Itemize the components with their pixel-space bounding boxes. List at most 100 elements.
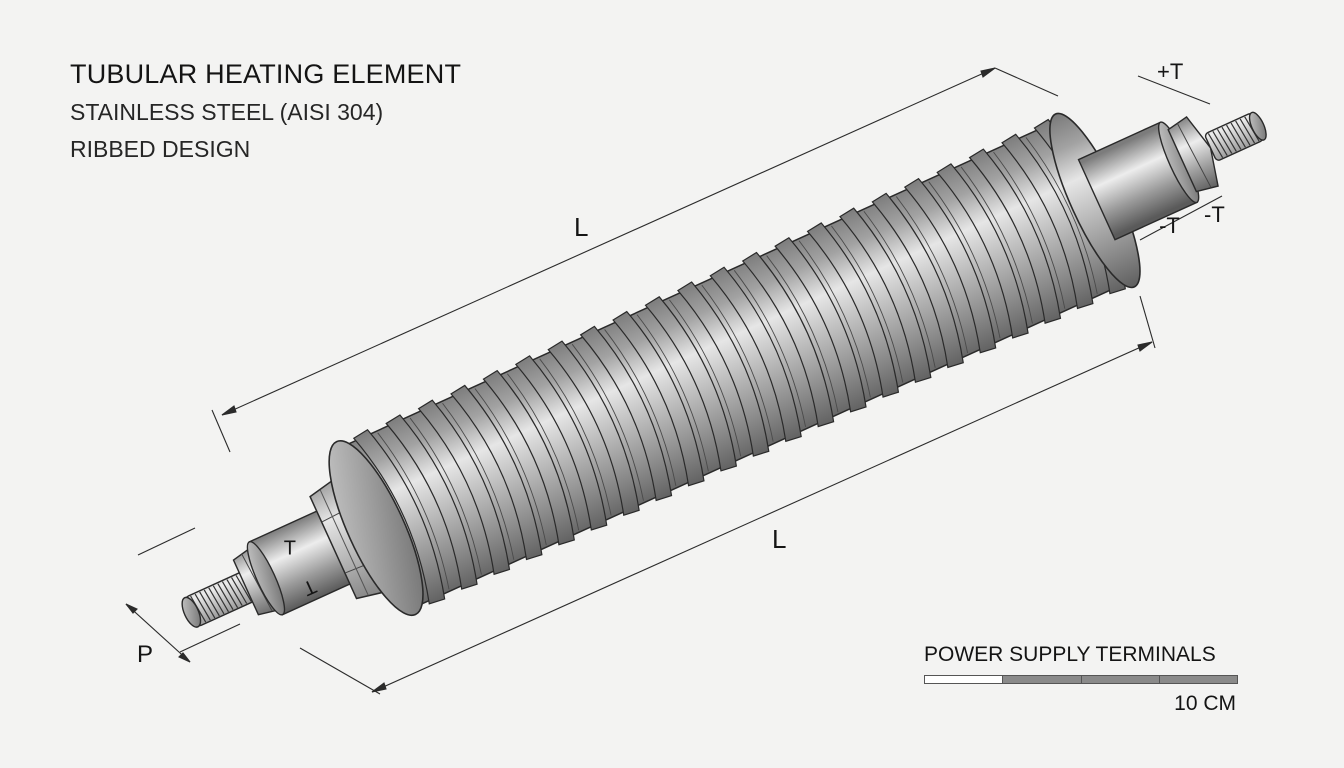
top-extension-line-left [211,409,231,453]
thread-line [1235,120,1251,146]
tube-left-end-face [328,440,424,617]
pitch-arrow-top [125,603,138,614]
rib [677,281,770,457]
diagram-title: TUBULAR HEATING ELEMENT [70,59,462,89]
pitch-dimension-line [125,603,191,663]
rib-groove [669,299,742,457]
top-dimension-arrow-right [980,67,996,78]
rib-groove [539,358,612,516]
thread-line [203,589,220,617]
right-threaded-stud [1204,111,1267,161]
top-dimension-arrow-left [221,405,237,416]
thread-line [199,591,216,619]
rib [352,428,446,605]
pitch-extension-bottom [179,623,241,653]
thread-line [1212,131,1228,156]
scale-segment [1159,676,1237,683]
rib-groove [474,388,547,546]
rib [385,414,478,590]
ribbed-tube [328,112,1141,617]
thread-line [231,577,248,604]
rib-groove [766,255,839,413]
rib-groove [604,329,677,487]
thread-line [235,575,252,602]
right-collar: -T [1077,121,1200,241]
rib [903,177,997,354]
rib-groove [993,151,1066,309]
thread-line [1230,122,1246,148]
rib [547,340,640,516]
title-block: TUBULAR HEATING ELEMENT STAINLESS STEEL … [70,58,461,163]
scale-bar [924,675,1238,684]
bottom-dimension-arrow-right [1137,341,1153,352]
rib-groove [377,432,450,590]
rib [1001,133,1094,310]
pitch-arrow-bottom [178,652,191,663]
terminal-minus-body-label: -T [1159,213,1180,238]
dimension-lines [125,67,1223,695]
scale-segment [1003,676,1082,683]
thread-line [212,585,230,613]
scale-block: POWER SUPPLY TERMINALS 10 CM [924,642,1240,716]
bottom-extension-line-right [1139,295,1156,349]
rib-groove [733,270,807,427]
terminal-plus-dimension-line [1137,75,1211,105]
rib-groove [636,314,709,472]
pitch-label: P [137,641,153,668]
rib [839,207,932,384]
rib [450,384,543,561]
rib [482,369,575,546]
thread-line [226,579,243,606]
rib-groove [863,210,936,368]
left-marker-top: T [284,538,296,560]
thread-line [208,587,225,615]
thread-line [1226,124,1242,150]
rib [514,355,608,531]
rib [774,236,867,413]
rib [644,296,738,472]
rib-groove [409,417,482,575]
bottom-length-dimension-line [371,341,1153,693]
thread-line [1216,128,1233,154]
rib-groove [831,225,904,383]
rib-groove [895,196,969,354]
right-hex-nut [1167,115,1219,193]
scale-segment [1081,676,1160,683]
design-subtitle: RIBBED DESIGN [70,136,251,162]
bottom-extension-line-left [299,647,381,695]
rib [968,148,1062,324]
thread-line [1207,133,1224,158]
rib-groove [506,373,580,531]
rib [871,192,964,369]
rib-groove [701,284,774,442]
rib-groove [960,166,1033,324]
rib [806,222,900,398]
rib [417,399,511,576]
rib-groove [1025,137,1098,294]
thread-line [194,593,211,621]
heating-element: T T -T [181,111,1267,628]
rib-groove [571,343,644,501]
thread-line [1239,118,1256,144]
pitch-extension-top [137,527,196,556]
thread-line [217,583,234,611]
thread-line [1221,126,1237,152]
terminal-plus-label: +T [1157,59,1183,84]
rib [741,251,835,428]
rib-groove [442,402,515,560]
terminal-minus-label: -T [1204,202,1225,227]
rib [579,325,673,502]
scale-caption: POWER SUPPLY TERMINALS [924,643,1216,666]
rib [936,163,1029,339]
length-label-bottom: L [772,524,786,554]
rib-groove [928,181,1001,339]
terminal-minus-dimension-line [1139,195,1223,241]
material-subtitle: STAINLESS STEEL (AISI 304) [70,99,384,125]
rib-groove [798,240,871,398]
scale-value: 10 CM [1174,692,1236,715]
rib [612,310,705,487]
length-label-top: L [574,212,588,242]
top-extension-line-right [994,67,1059,97]
bottom-dimension-arrow-left [371,682,387,693]
